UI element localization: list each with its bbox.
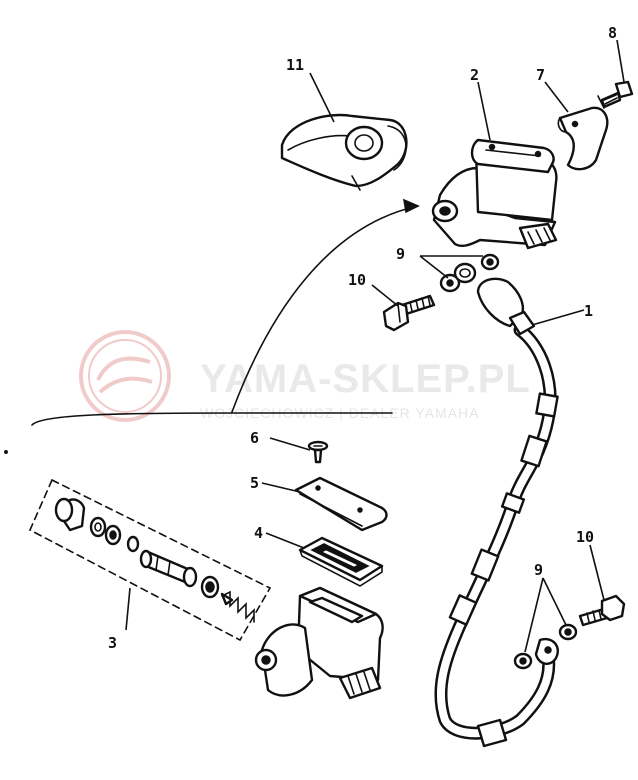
callout-9-upper: 9 [396, 245, 405, 263]
assembly-arrow-line [231, 205, 419, 413]
assembly-arrow-head [403, 198, 420, 214]
callout-1: 1 [584, 302, 593, 320]
part-10-bolt-upper [382, 294, 436, 332]
callout-8: 8 [608, 24, 617, 42]
stray-dot [4, 450, 8, 454]
watermark: YAMA-SKLEP.PL WOJCIECHOWICZ | DEALER YAM… [79, 330, 531, 422]
part-2-master-cylinder [431, 138, 558, 250]
callout-4: 4 [254, 524, 263, 542]
callout-6: 6 [250, 429, 259, 447]
callout-leaders [125, 39, 625, 653]
section-divider-line [31, 412, 393, 426]
callout-numbers: 1 2 3 4 5 6 7 8 9 9 10 10 11 [108, 24, 617, 652]
part-9-washers-upper [439, 253, 500, 293]
lower-master-cylinder [254, 586, 384, 700]
part-3-piston-kit [28, 479, 271, 642]
callout-10-lower: 10 [576, 528, 594, 546]
part-9-washers-lower [513, 623, 578, 670]
callout-3: 3 [108, 634, 117, 652]
callout-5: 5 [250, 474, 259, 492]
callout-9-lower: 9 [534, 561, 543, 579]
part-8-bolt [597, 80, 634, 109]
part-5-cap [294, 476, 388, 532]
part-4-diaphragm [298, 536, 384, 587]
part-11-boot [280, 113, 408, 191]
callout-2: 2 [470, 66, 479, 84]
callout-11: 11 [286, 56, 304, 74]
part-6-screw [307, 440, 329, 464]
part-1-brake-hose [434, 277, 559, 748]
part-7-clamp [557, 106, 609, 171]
callout-7: 7 [536, 66, 545, 84]
part-10-bolt-lower [578, 594, 626, 627]
watermark-logo-icon [79, 330, 171, 422]
callout-10-upper: 10 [348, 271, 366, 289]
watermark-brand: YAMA-SKLEP.PL [200, 357, 531, 401]
